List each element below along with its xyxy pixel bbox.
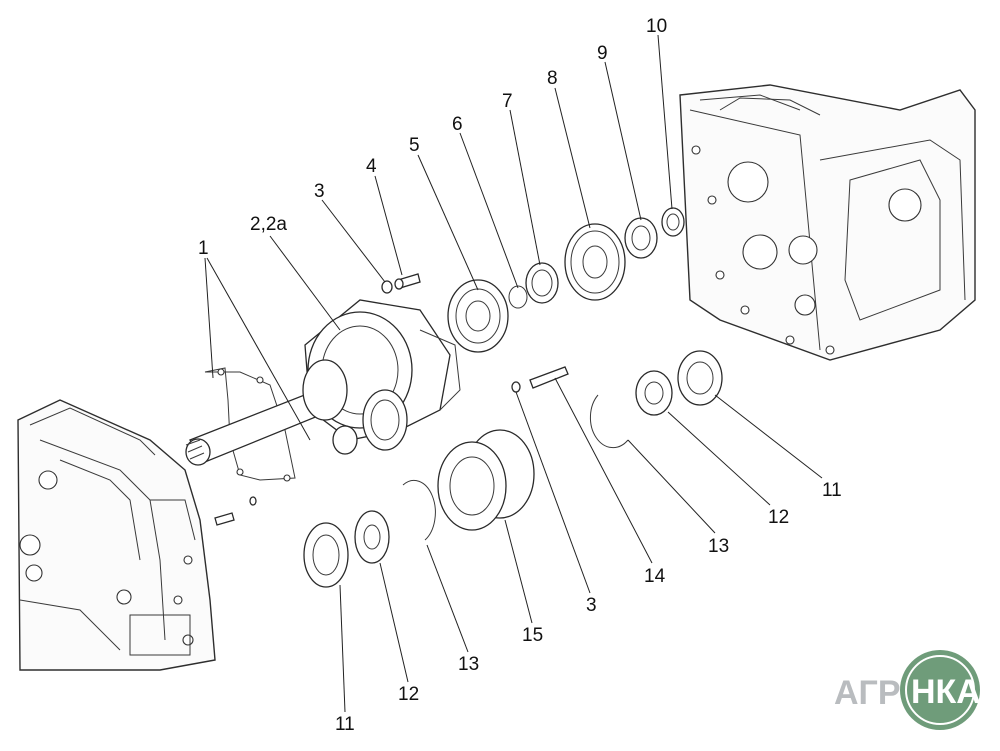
snap-ring-6: [508, 285, 528, 309]
washer-12-left: [354, 510, 390, 564]
bearing-11-left: [303, 522, 349, 588]
callout-labels: 1 2,2а 3 4 5 6 7 8 9 10 11 12 13 14 3 15…: [198, 16, 842, 735]
callout-7: 7: [502, 91, 513, 112]
nut-3: [381, 280, 393, 294]
ring-13-left: [402, 479, 436, 541]
callout-10: 10: [646, 16, 667, 37]
logo-text-right: НКА: [911, 673, 981, 711]
callout-6: 6: [452, 114, 463, 135]
bolt-4: [394, 273, 421, 290]
right-housing: [679, 84, 976, 361]
callout-13-left: 13: [458, 654, 479, 675]
ring-13-right: [589, 394, 629, 449]
left-housing: [17, 399, 216, 671]
bearing-11-right: [677, 350, 723, 406]
callout-1: 1: [198, 238, 209, 259]
logo-circle: [900, 650, 980, 730]
callout-9: 9: [597, 43, 608, 64]
callout-4: 4: [366, 156, 377, 177]
callout-12-left: 12: [398, 684, 419, 705]
washer-10: [661, 207, 685, 237]
leader-lines: [204, 34, 823, 713]
clutch-hub-5: [447, 279, 509, 353]
ball-3: [511, 381, 521, 393]
callout-13-right: 13: [708, 536, 729, 557]
callout-3-top: 3: [314, 181, 325, 202]
pin-14: [529, 366, 569, 389]
double-gear-15: [437, 429, 535, 531]
logo-circle-ring: [905, 655, 975, 725]
needle-bearing-7: [525, 262, 559, 304]
callout-15: 15: [522, 625, 543, 646]
gear-8: [564, 223, 626, 301]
planetary-carrier: [302, 299, 461, 455]
callout-3-bottom: 3: [586, 595, 597, 616]
gasket: [204, 367, 296, 482]
small-pins: [214, 496, 257, 526]
callout-12-right: 12: [768, 507, 789, 528]
callout-11-left: 11: [335, 714, 355, 735]
callout-8: 8: [547, 68, 558, 89]
callout-11-right: 11: [822, 480, 842, 501]
callout-14: 14: [644, 566, 666, 587]
needle-bearing-9: [624, 217, 658, 259]
callout-5: 5: [409, 135, 420, 156]
callout-2-2a: 2,2а: [250, 214, 287, 235]
washer-12-right: [635, 370, 673, 416]
agronka-logo: АГРО НКА: [834, 650, 981, 730]
